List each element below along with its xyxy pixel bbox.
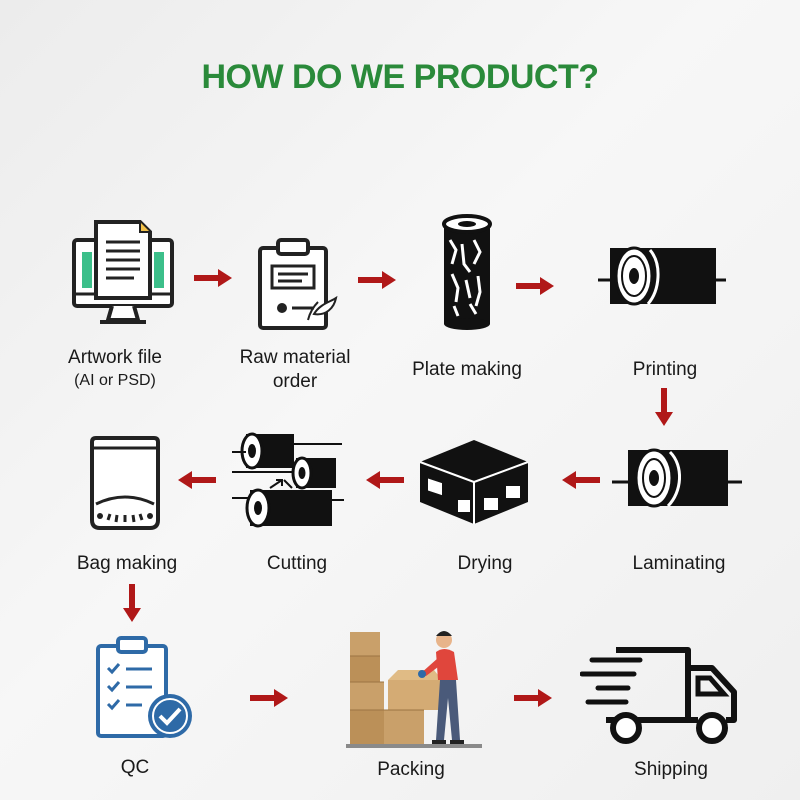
arrow-right-icon [358,271,396,289]
step-label: Cutting [266,553,328,574]
step-label: Plate making [412,359,522,380]
arrow-left-icon [562,471,600,489]
arrow-left-icon [366,471,404,489]
drying-box-icon [419,440,529,524]
step-sublabel: order [272,371,318,392]
step-label: Shipping [634,759,708,780]
pouch-bag-icon [90,436,160,530]
step-label: Drying [457,553,513,574]
step-label: Artwork file [68,347,162,368]
clipboard-order-icon [258,238,338,330]
step-label: Laminating [632,553,726,574]
laminating-roller-icon [612,448,742,508]
packing-boxes-icon [346,631,482,748]
arrow-right-icon [250,689,288,707]
arrow-down-icon [655,388,673,426]
arrow-right-icon [194,269,232,287]
step-label: Printing [632,359,698,380]
step-label: Raw material [239,347,351,368]
printing-plate-roll-icon [442,214,492,330]
arrow-right-icon [514,689,552,707]
arrow-left-icon [178,471,216,489]
printing-roller-icon [598,246,726,306]
delivery-truck-icon [580,647,737,744]
qc-checklist-icon [96,636,192,738]
arrow-right-icon [516,277,554,295]
step-label: QC [120,757,150,778]
step-label: Bag making [76,553,178,574]
arrow-down-icon [123,584,141,622]
monitor-document-icon [72,220,174,324]
page-title: HOW DO WE PRODUCT? [201,58,599,96]
step-sublabel: (AI or PSD) [74,372,156,389]
cutting-rollers-icon [232,432,344,528]
step-label: Packing [377,759,445,780]
